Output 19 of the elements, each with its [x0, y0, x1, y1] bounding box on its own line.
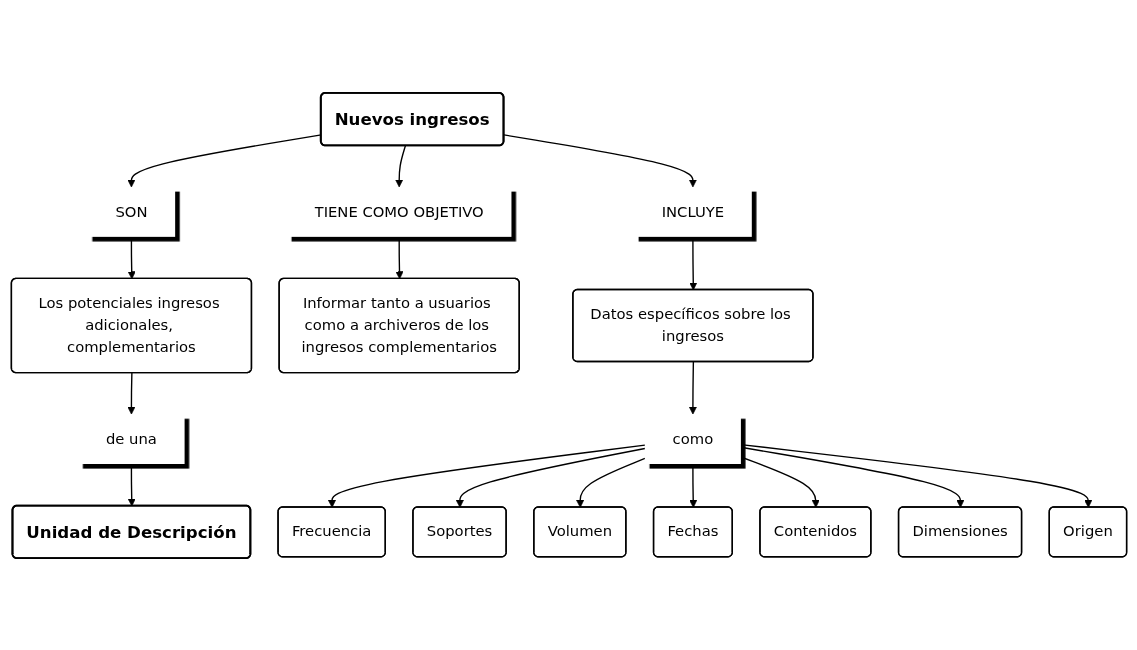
- arrow: [739, 446, 964, 508]
- arrow: [127, 462, 136, 506]
- arrow: [739, 443, 1092, 508]
- node-text: como: [672, 429, 713, 447]
- arrow: [688, 360, 697, 414]
- arrow: [394, 235, 404, 279]
- arrow: [688, 235, 697, 290]
- node-text: TIENE COMO OBJETIVO: [314, 202, 484, 220]
- arrow: [126, 371, 135, 414]
- node-text: de una: [105, 429, 157, 447]
- arrow: [688, 462, 697, 508]
- arrow: [127, 235, 136, 279]
- arrow: [739, 455, 820, 508]
- arrow: [455, 447, 646, 508]
- arrow: [575, 457, 646, 508]
- node-text: INCLUYE: [661, 202, 724, 220]
- arrow: [327, 443, 646, 508]
- node-text: SON: [114, 202, 147, 220]
- arrow: [394, 144, 406, 187]
